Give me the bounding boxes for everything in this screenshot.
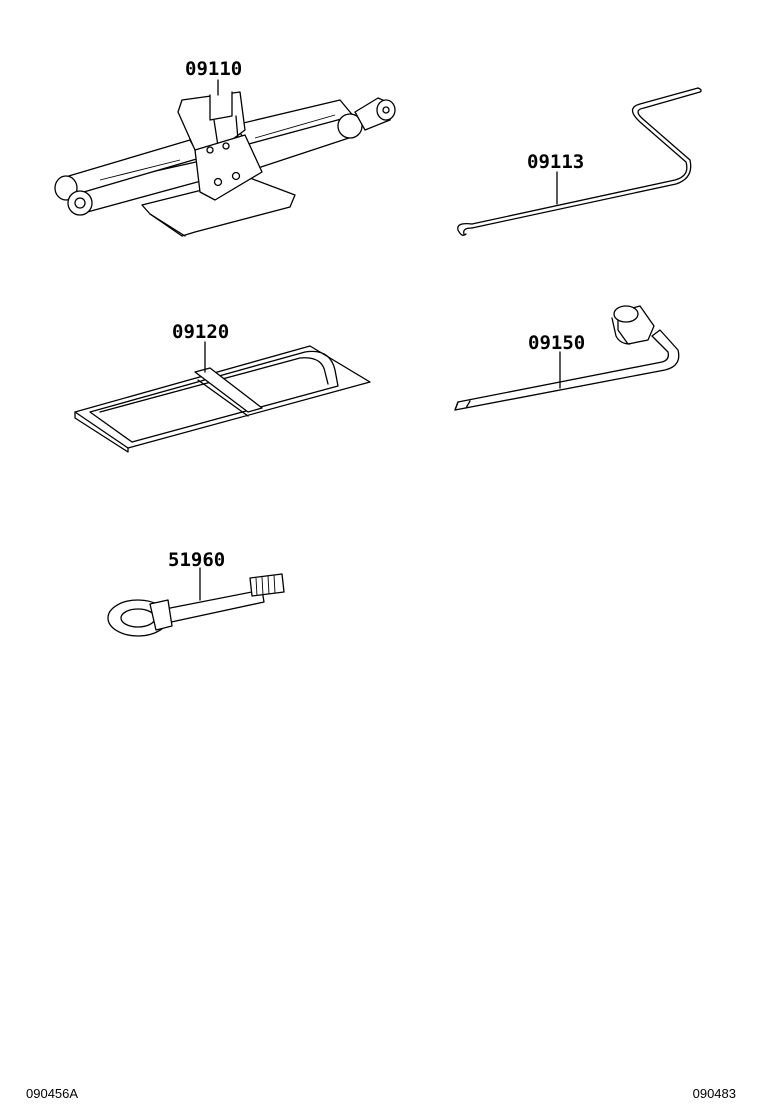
diagram-code-right: 090483 xyxy=(692,1086,736,1101)
jack-handle-part-number: 09113 xyxy=(527,151,584,173)
towing-eye-part-number: 51960 xyxy=(168,549,225,571)
wheel-wrench-part-number: 09150 xyxy=(528,332,585,354)
jack-part-number: 09110 xyxy=(185,58,242,80)
diagram-code-left: 090456A xyxy=(26,1086,79,1101)
wheel-wrench-illustration[interactable] xyxy=(454,305,680,411)
tool-bag-part-number: 09120 xyxy=(172,321,229,343)
tool-bag-illustration[interactable] xyxy=(74,345,371,453)
jack-illustration[interactable] xyxy=(54,91,396,237)
towing-eye-illustration[interactable] xyxy=(107,573,285,637)
jack-handle-illustration[interactable] xyxy=(457,87,702,236)
